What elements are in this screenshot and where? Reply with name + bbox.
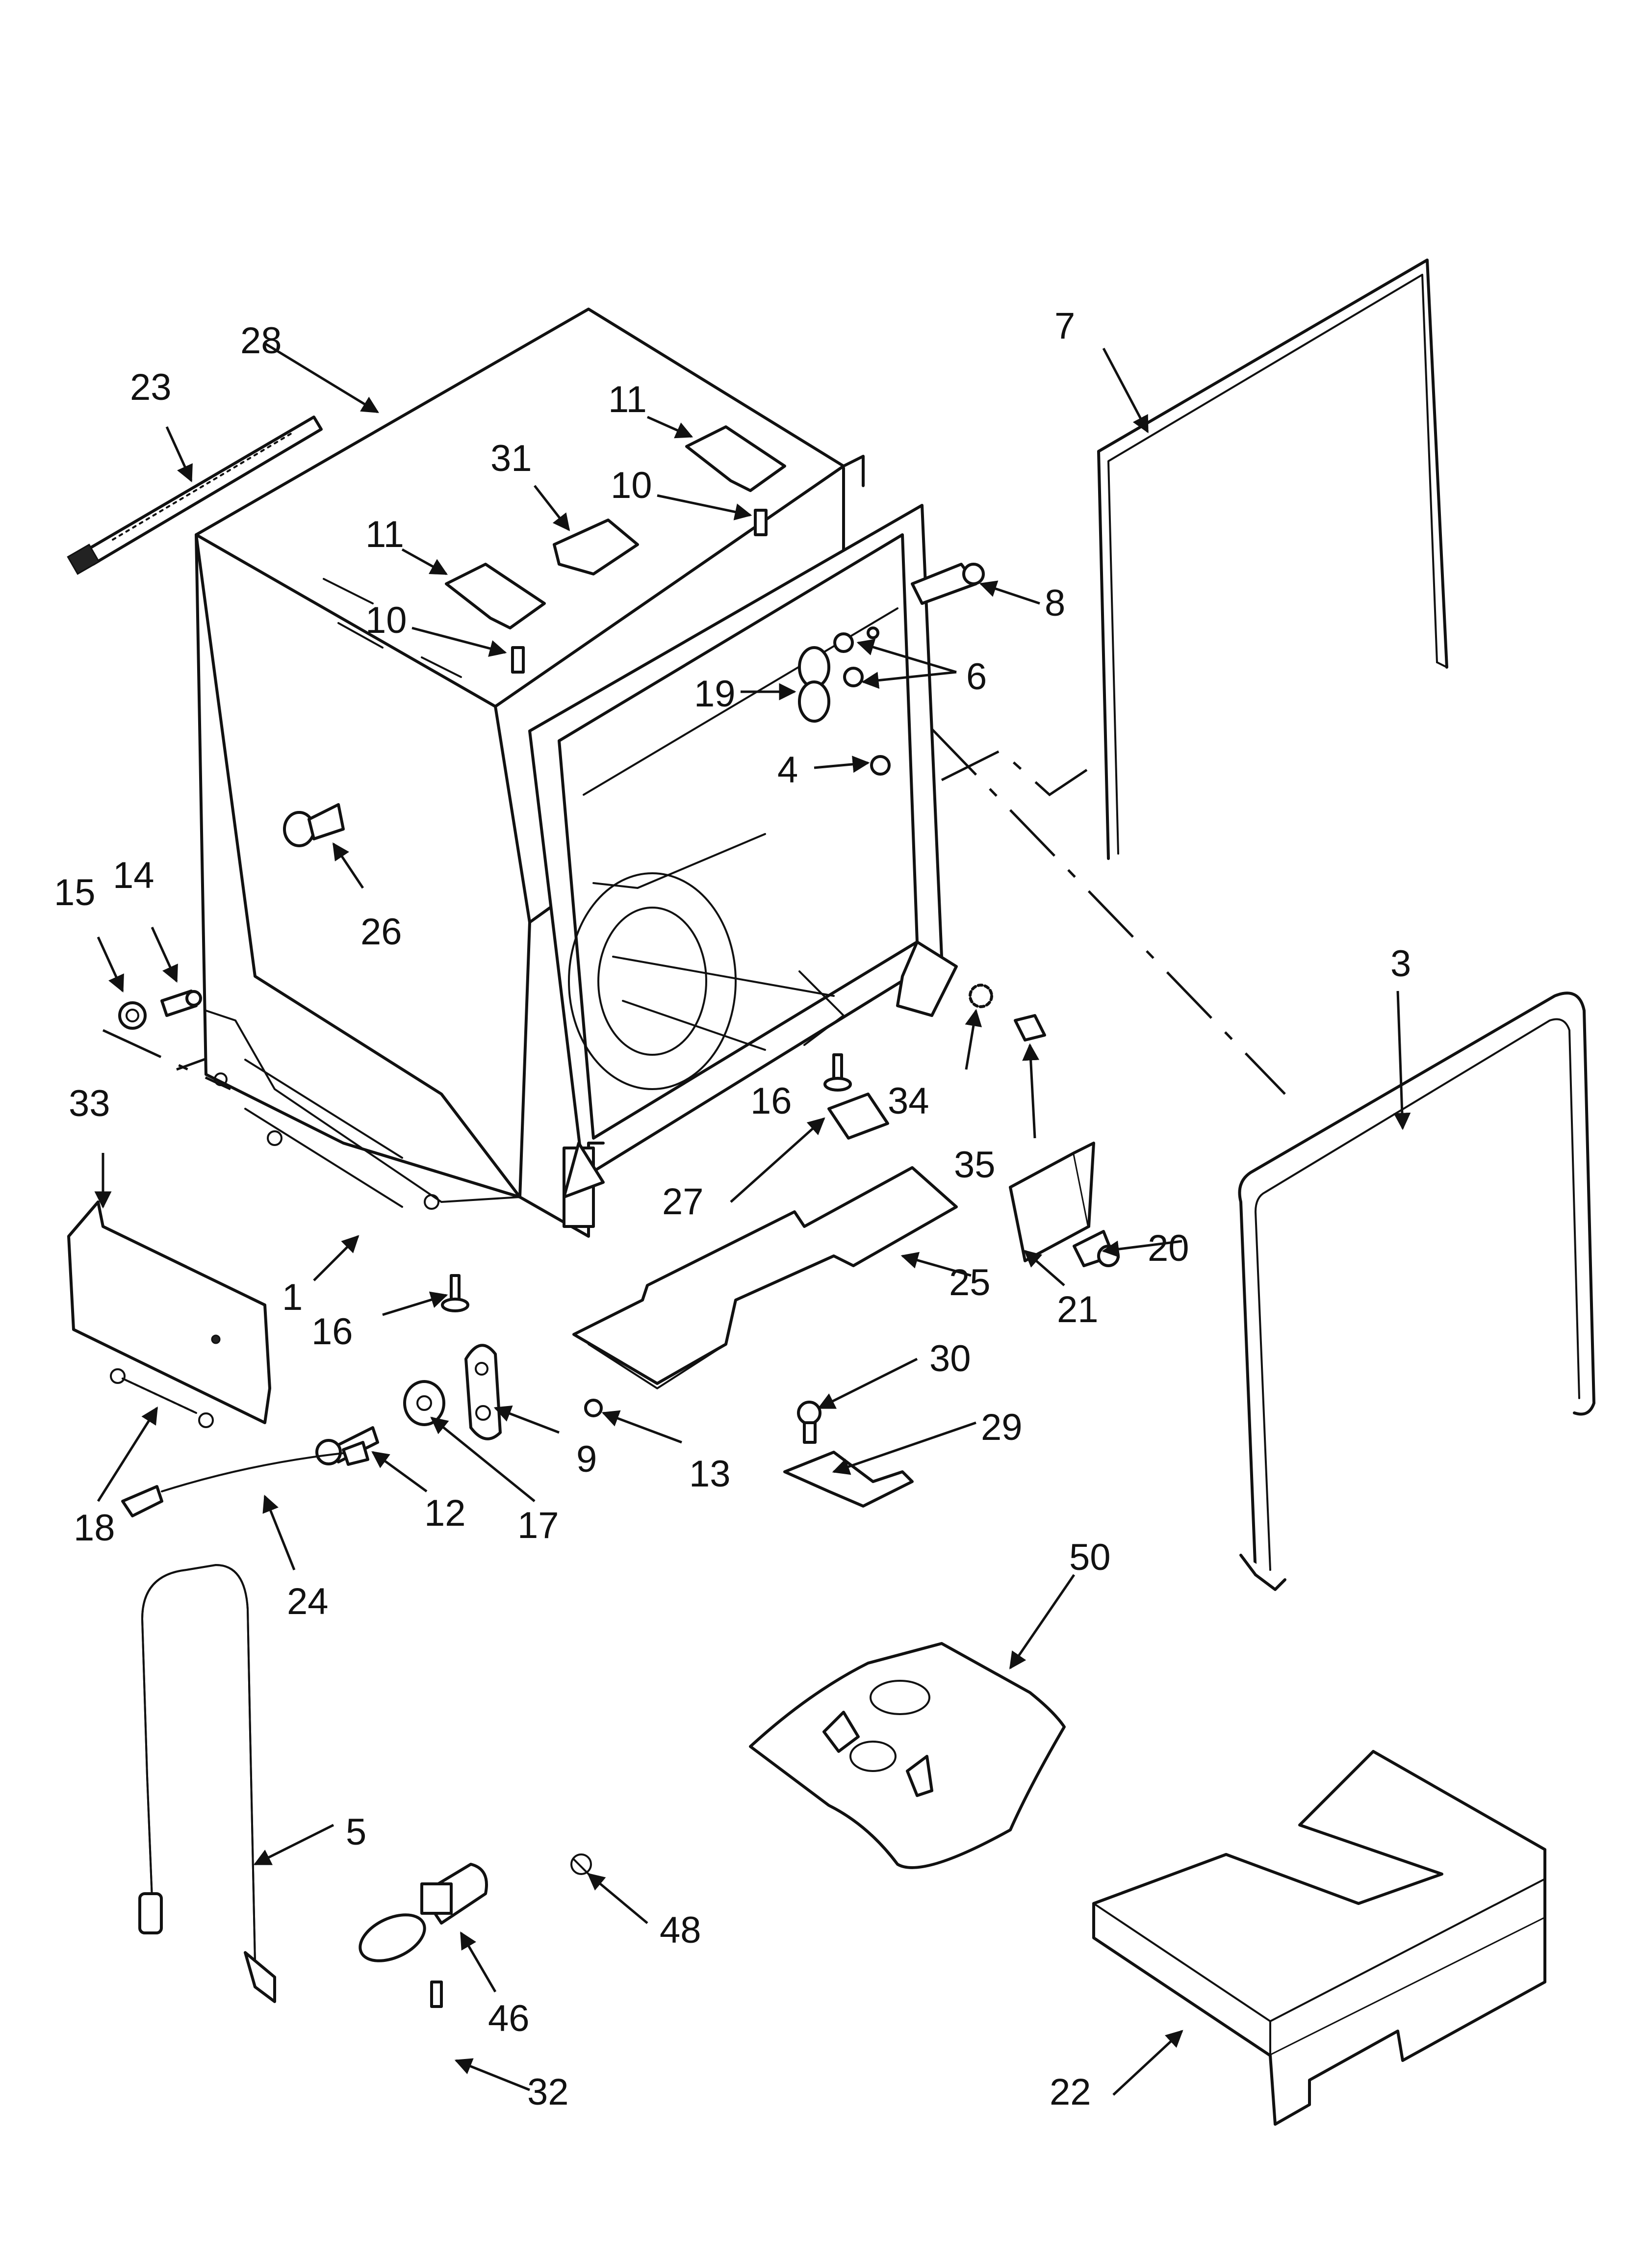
bracket-11-left bbox=[445, 563, 546, 629]
valve-46 bbox=[359, 1863, 488, 1962]
callout-12: 12 bbox=[424, 1492, 466, 1534]
screw-10-left bbox=[511, 646, 525, 674]
callout-16-lower: 16 bbox=[311, 1311, 353, 1353]
screw-32 bbox=[430, 1981, 443, 2008]
screw-14 bbox=[160, 990, 202, 1017]
callout-6: 6 bbox=[966, 656, 987, 698]
callout-28: 28 bbox=[240, 320, 282, 362]
callout-31: 31 bbox=[490, 438, 532, 479]
grommet-13 bbox=[584, 1399, 603, 1417]
rollers-19 bbox=[798, 646, 830, 723]
spring-18 bbox=[110, 1368, 214, 1428]
callout-24: 24 bbox=[287, 1581, 329, 1622]
callout-14: 14 bbox=[113, 855, 154, 896]
clip-48 bbox=[570, 1853, 592, 1875]
callout-48: 48 bbox=[660, 1909, 701, 1951]
bolt-8 bbox=[911, 563, 985, 605]
callout-10-left: 10 bbox=[365, 600, 407, 641]
clip-4 bbox=[870, 755, 891, 776]
bracket-9 bbox=[464, 1344, 502, 1440]
washers-6 bbox=[833, 626, 879, 687]
leveler-16-upper bbox=[823, 1053, 852, 1092]
callout-22: 22 bbox=[1050, 2071, 1091, 2113]
callout-13: 13 bbox=[689, 1453, 731, 1495]
callout-25: 25 bbox=[949, 1262, 991, 1303]
parts-bag-50 bbox=[749, 1642, 1066, 1869]
callout-15: 15 bbox=[54, 872, 96, 913]
callout-7: 7 bbox=[1054, 305, 1075, 347]
callout-21: 21 bbox=[1057, 1289, 1099, 1330]
callout-19: 19 bbox=[694, 673, 736, 715]
leveler-16-lower bbox=[441, 1274, 469, 1312]
gasket-7 bbox=[1097, 259, 1448, 860]
callout-10-right: 10 bbox=[611, 465, 652, 506]
bracket-21 bbox=[1009, 1142, 1095, 1262]
callout-11-right: 11 bbox=[608, 379, 647, 420]
callout-20: 20 bbox=[1148, 1227, 1189, 1269]
callout-8: 8 bbox=[1045, 582, 1065, 624]
alignment-line-gasket bbox=[941, 749, 1095, 797]
hose-5 bbox=[138, 1564, 276, 2003]
star-nut-34 bbox=[969, 984, 993, 1008]
callout-17: 17 bbox=[517, 1505, 559, 1546]
bracket-31 bbox=[553, 519, 639, 575]
screw-20 bbox=[1073, 1230, 1120, 1267]
tub-assembly bbox=[195, 308, 958, 1238]
callout-30: 30 bbox=[929, 1338, 971, 1380]
callout-18: 18 bbox=[74, 1507, 115, 1549]
panel-hole bbox=[211, 1334, 221, 1344]
callout-27: 27 bbox=[662, 1181, 704, 1223]
callout-29: 29 bbox=[981, 1407, 1023, 1448]
panel-33 bbox=[67, 1200, 271, 1424]
plate-25 bbox=[572, 1166, 958, 1385]
wire-24 bbox=[121, 1441, 369, 1517]
callout-35: 35 bbox=[954, 1144, 996, 1186]
callout-3: 3 bbox=[1390, 943, 1411, 985]
callout-50: 50 bbox=[1069, 1537, 1111, 1578]
door-seal-3 bbox=[1238, 991, 1595, 1591]
callout-34: 34 bbox=[888, 1080, 929, 1122]
plug-26 bbox=[283, 803, 345, 847]
callout-1: 1 bbox=[282, 1277, 303, 1318]
bracket-11-right bbox=[685, 425, 786, 492]
base-22 bbox=[1092, 1750, 1546, 2126]
leader-lines bbox=[94, 342, 1411, 2096]
callout-46: 46 bbox=[488, 1998, 530, 2039]
roller-17 bbox=[403, 1380, 445, 1426]
nut-15 bbox=[118, 1001, 147, 1030]
switch-30 bbox=[797, 1401, 821, 1444]
callout-23: 23 bbox=[130, 366, 172, 408]
screw-10-right bbox=[754, 509, 768, 536]
screw-35 bbox=[1014, 1014, 1046, 1042]
callout-4: 4 bbox=[777, 749, 798, 791]
callout-33: 33 bbox=[69, 1083, 110, 1124]
cable-tie bbox=[67, 416, 323, 575]
clip-27 bbox=[827, 1093, 889, 1140]
callout-32: 32 bbox=[527, 2071, 569, 2113]
callout-5: 5 bbox=[346, 1811, 366, 1853]
callout-26: 26 bbox=[360, 911, 402, 953]
callout-9: 9 bbox=[576, 1438, 597, 1480]
alignment-line-left bbox=[102, 1029, 231, 1091]
bracket-29 bbox=[783, 1451, 914, 1508]
callout-16-upper: 16 bbox=[750, 1080, 792, 1122]
callout-11-left: 11 bbox=[365, 514, 404, 555]
